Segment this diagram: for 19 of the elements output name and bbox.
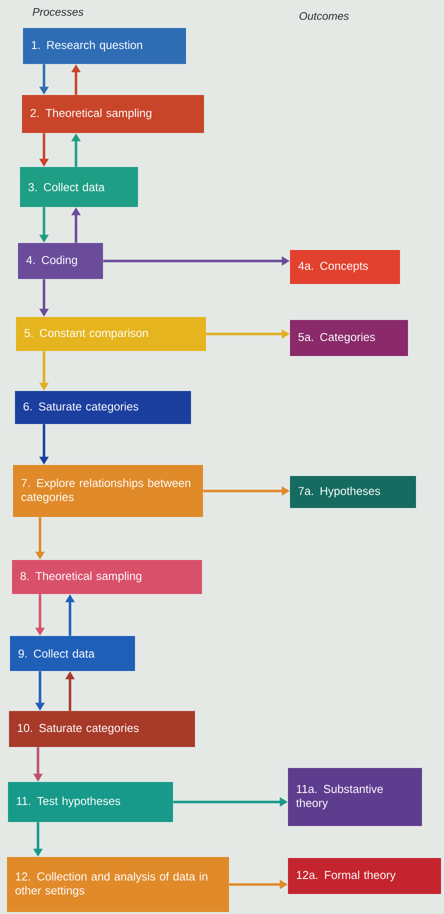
process-box: 11a. Substantive theory [288,768,422,826]
process-box: 11. Test hypotheses [8,782,173,822]
process-box: 5. Constant comparison [16,317,206,351]
process-box: 1. Research question [23,28,186,64]
process-box: 10. Saturate categories [9,711,195,747]
process-box: 2. Theoretical sampling [22,95,204,133]
column-heading: Processes [32,8,84,16]
process-box: 3. Collect data [20,167,138,207]
process-box: 12a. Formal theory [288,858,441,894]
process-box: 9. Collect data [10,636,135,671]
process-box: 7. Explore relationships between categories [13,465,203,517]
process-box: 4a. Concepts [290,250,400,284]
process-box: 12. Collection and analysis of data in other settings [7,856,229,912]
process-box: 8. Theoretical sampling [12,560,202,594]
process-box: 6. Saturate categories [15,391,191,424]
column-heading: Outcomes [300,12,349,20]
process-box: 4. Coding [18,243,103,279]
process-box: 7a. Hypotheses [290,476,416,508]
process-box: 5a. Categories [290,320,408,356]
